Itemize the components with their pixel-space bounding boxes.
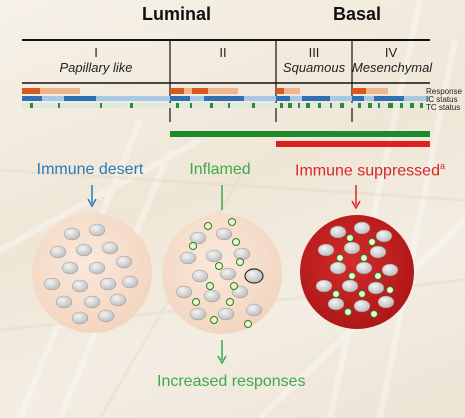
subtype-iii-numeral: III: [308, 45, 320, 60]
immune-suppressed-label: Immune suppresseda: [280, 161, 460, 180]
subtype-i-name: Papillary like: [59, 60, 133, 75]
luminal-heading: Luminal: [142, 4, 212, 24]
immune-suppressed-footnote: a: [439, 161, 445, 171]
desert-arrow: [87, 185, 97, 208]
subtype-grid: [22, 39, 430, 122]
increased-responses-label: Increased responses: [157, 373, 306, 390]
subtype-iii-name: Squamous: [282, 60, 346, 75]
immune-desert-circle: [32, 213, 152, 333]
immune-suppressed-text: Immune suppressed: [295, 162, 440, 180]
suppressed-span-bar: [276, 141, 430, 147]
subtype-i-numeral: I: [94, 45, 98, 60]
outcome-arrow: [217, 340, 227, 365]
inflamed-label: Inflamed: [189, 161, 251, 178]
tc-status-track: [22, 103, 430, 108]
inflamed-circle: [162, 214, 282, 334]
ic-status-track: [22, 96, 430, 101]
response-track-label: Response: [426, 87, 463, 96]
subtype-iv-numeral: IV: [384, 45, 398, 60]
immune-suppressed-circle: [300, 215, 414, 329]
immune-desert-label: Immune desert: [36, 161, 144, 178]
ic-status-track-label: IC status: [426, 95, 458, 104]
basal-heading: Basal: [333, 4, 382, 24]
annotation-tracks: [22, 88, 430, 108]
subtype-iv-name: Mesenchymal: [352, 60, 433, 75]
suppressed-arrow: [351, 185, 361, 210]
inflamed-span-bar: [170, 131, 430, 137]
subtype-ii-numeral: II: [219, 45, 227, 60]
tc-status-track-label: TC status: [426, 103, 461, 112]
response-track: [22, 88, 388, 94]
